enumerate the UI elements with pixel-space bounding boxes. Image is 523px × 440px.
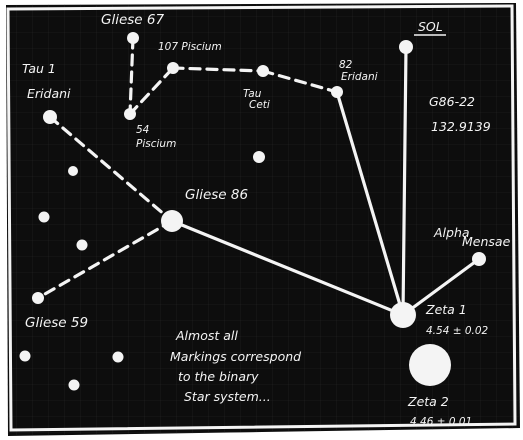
link-82eridani-zeta1 [335,90,405,317]
star-alpha-mensae [472,252,486,266]
star-zeta-1 [390,302,416,328]
label-82-eridani-number: 82 [339,59,353,71]
link-tauceti-82eridani [261,69,339,94]
label-alpha-mensae-mensae: Mensae [462,234,511,249]
label-54-piscium-name: Piscium [136,138,176,150]
star-unnamed [112,351,124,363]
star-zeta-2 [409,344,451,386]
note-line-2: Markings correspond [170,349,301,364]
star-gliese-86 [161,210,183,232]
star-unnamed [68,379,80,391]
star-unnamed [68,166,78,176]
label-54-piscium-number: 54 [136,124,149,136]
label-coordinate-value: 132.9139 [431,119,491,134]
label-tau-1: Tau 1 [22,61,56,76]
star-unnamed [76,239,88,251]
link-gliese67-54piscium [128,36,135,116]
star-sol [399,40,413,54]
label-gliese-59: Gliese 59 [25,315,88,331]
label-zeta-1: Zeta 1 [425,302,467,317]
label-107-piscium: 107 Piscium [158,41,222,53]
label-zeta-2: Zeta 2 [407,394,449,409]
label-tau-1-eridani: Eridani [27,86,71,101]
label-zeta-2-value: 4.46 ± 0.01 [410,416,472,428]
star-tau-1-eridani [43,110,57,124]
star-gliese-59 [32,292,44,304]
label-tau-ceti-ceti: Ceti [249,99,270,111]
chalkboard-border [6,4,517,432]
label-alpha-mensae-alpha: Alpha [433,225,470,240]
label-zeta-1-value: 4.54 ± 0.02 [426,325,489,337]
note-line-3: to the binary [178,369,259,384]
label-gliese-86: Gliese 86 [185,187,248,203]
star-unnamed [19,350,31,362]
star-54-piscium [124,108,136,120]
star-unnamed [253,151,265,163]
note-line-1: Almost all [175,328,238,343]
star-82-eridani [331,86,343,98]
star-gliese-67 [127,32,139,44]
label-tau-ceti-tau: Tau [243,88,262,100]
link-gliese86-gliese59 [36,219,174,300]
label-82-eridani-name: Eridani [341,71,378,83]
label-coordinate-id: G86-22 [429,94,475,109]
link-alphamensae-zeta1 [401,257,481,317]
link-sol-zeta1 [401,45,408,317]
link-gliese86-zeta1 [170,219,405,317]
star-tau-ceti [257,65,269,77]
link-107piscium-tauceti [171,66,265,73]
star-107-piscium [167,62,179,74]
star-unnamed [38,211,50,223]
link-tau1eridani-gliese86 [48,115,174,223]
label-gliese-67: Gliese 67 [101,12,164,28]
note-line-4: Star system... [184,389,271,404]
label-sol: SOL [418,19,443,34]
link-54piscium-107piscium [128,66,175,116]
